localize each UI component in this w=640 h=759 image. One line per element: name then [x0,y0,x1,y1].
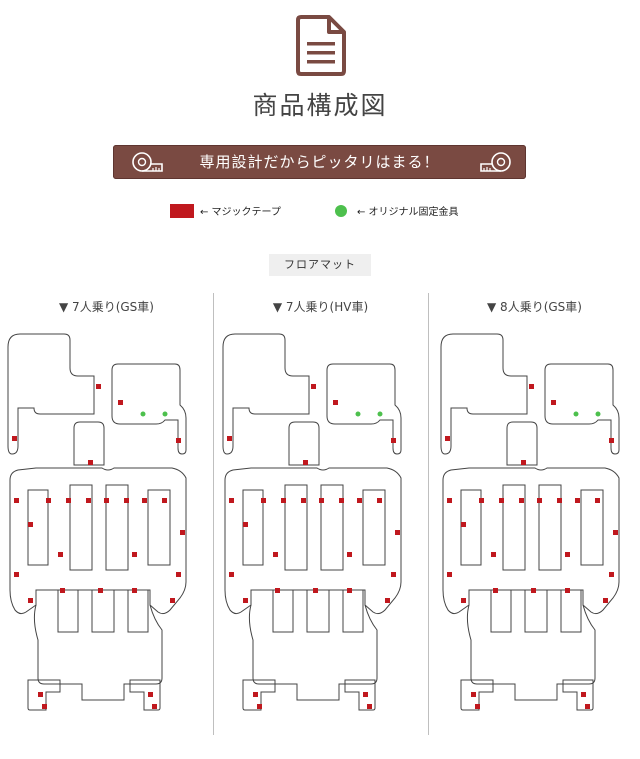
page-title: 商品構成図 [252,91,388,120]
tape-measure-icon [480,152,511,172]
document-icon [296,15,346,76]
banner-text: 専用設計だからピッタリはまる！ [199,153,440,171]
velcro-swatch [170,203,194,218]
legend-clip-label: ← オリジナル固定金具 [357,207,459,218]
column-divider [428,293,429,735]
legend-velcro: ← マジックテープ [170,203,281,223]
floor-mat-diagram [7,333,620,711]
mat-set-7-seat-gs [7,333,187,711]
variant-label-3: ▼ 8人乗り(GS車) [487,300,582,314]
section-label: フロアマット [269,254,371,276]
variant-label-1: ▼ 7人乗り(GS車) [59,300,154,314]
mat-set-8-seat-gs [440,333,620,711]
fit-banner: 専用設計だからピッタリはまる！ [113,145,526,179]
variant-label-2: ▼ 7人乗り(HV車) [272,300,369,314]
legend-clip: ← オリジナル固定金具 [335,203,459,223]
column-divider [213,293,214,735]
mat-set-7-seat-hv [222,333,402,711]
legend-velcro-label: ← マジックテープ [200,207,281,218]
tape-measure-icon [132,152,163,172]
clip-swatch [335,204,347,217]
